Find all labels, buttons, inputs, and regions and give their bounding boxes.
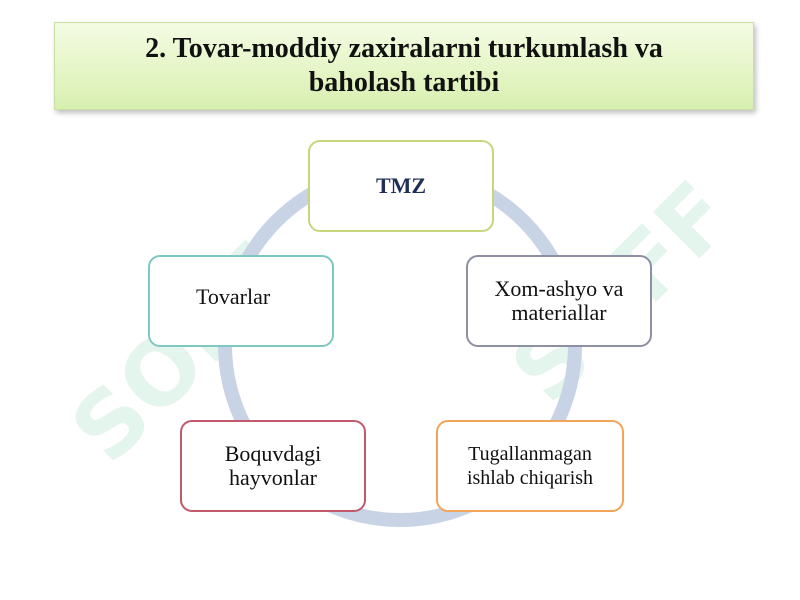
node-tovarlar: Tovarlar xyxy=(148,255,334,347)
title-banner: 2. Tovar-moddiy zaxiralarni turkumlash v… xyxy=(54,22,754,110)
node-tugallanmagan-label: Tugallanmagan ishlab chiqarish xyxy=(466,443,594,489)
node-xom-ashyo-label: Xom-ashyo va materiallar xyxy=(494,276,624,325)
node-tugallanmagan: Tugallanmagan ishlab chiqarish xyxy=(436,420,624,512)
node-tmz-label: TMZ xyxy=(375,173,427,198)
page-title: 2. Tovar-moddiy zaxiralarni turkumlash v… xyxy=(145,33,663,98)
node-tmz: TMZ xyxy=(308,140,494,232)
node-boquvdagi-label: Boquvdagi hayvonlar xyxy=(224,441,322,490)
node-boquvdagi: Boquvdagi hayvonlar xyxy=(180,420,366,512)
node-tovarlar-label: Tovarlar xyxy=(196,284,271,309)
node-xom-ashyo: Xom-ashyo va materiallar xyxy=(466,255,652,347)
